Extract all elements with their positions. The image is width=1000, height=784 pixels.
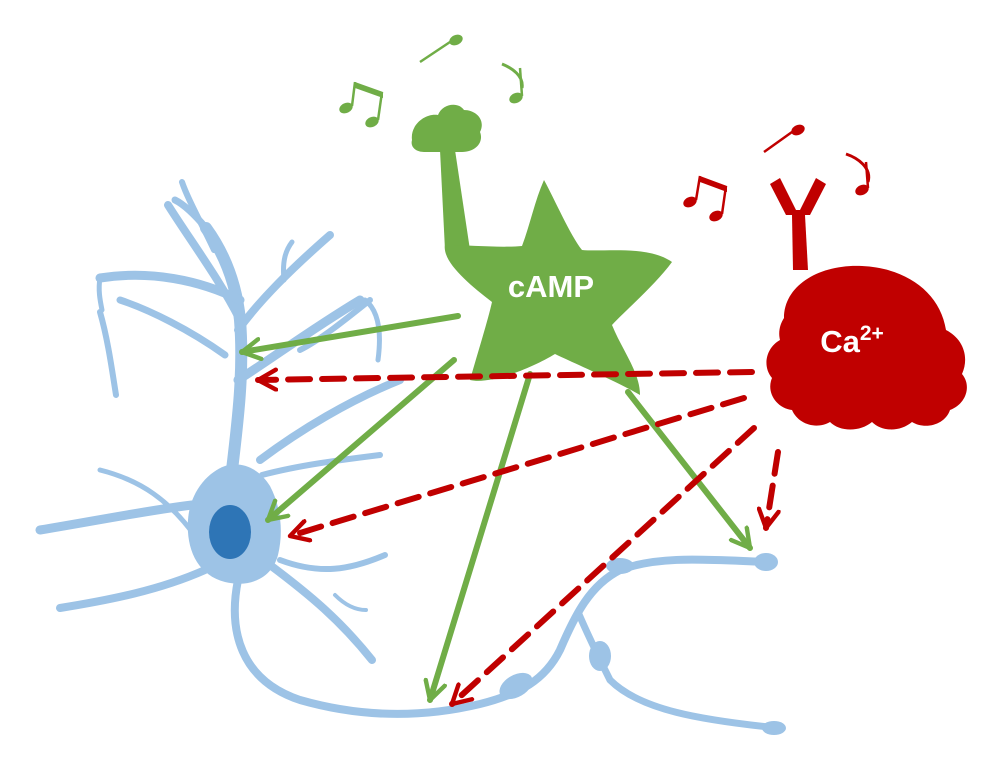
green-music-notes <box>339 34 524 128</box>
terminal-bouton-top <box>754 553 778 571</box>
eighth-note-icon <box>763 124 805 154</box>
neuron-varicosities <box>499 553 786 735</box>
calcium-arrow-to-terminal <box>766 449 781 531</box>
camp-arrow-to-apical-dendrite <box>239 313 461 352</box>
camp-arrow-to-axon <box>430 371 533 703</box>
neuron-nucleus <box>209 505 251 559</box>
camp-arrows <box>239 313 753 703</box>
camp-receptor <box>411 104 482 250</box>
calcium-arrow-to-apical-dendrite <box>255 372 755 380</box>
eighth-note-icon <box>419 34 463 64</box>
calcium-arrow-to-soma <box>287 395 747 536</box>
calcium-arrows <box>255 372 781 707</box>
calcium-label-superscript: 2+ <box>860 322 884 345</box>
calcium-cloud <box>766 265 967 430</box>
calcium-receptor <box>770 178 826 270</box>
camp-label: cAMP <box>508 269 594 304</box>
calcium-arrow-to-axon <box>449 425 757 707</box>
beamed-eighth-notes-icon <box>339 81 384 128</box>
camp-star <box>444 180 672 395</box>
camp-arrow-to-terminal <box>625 389 753 551</box>
beamed-eighth-notes-icon <box>683 175 728 222</box>
red-music-notes <box>683 124 871 222</box>
terminal-bouton-bottom <box>762 721 786 735</box>
calcium-label-base: Ca <box>820 324 860 359</box>
calcium-label: Ca2+ <box>820 322 884 359</box>
axon-branch <box>574 608 782 732</box>
eighth-note-icon <box>501 62 524 104</box>
eighth-note-icon <box>845 152 871 196</box>
camp-arrow-to-soma <box>265 357 457 523</box>
